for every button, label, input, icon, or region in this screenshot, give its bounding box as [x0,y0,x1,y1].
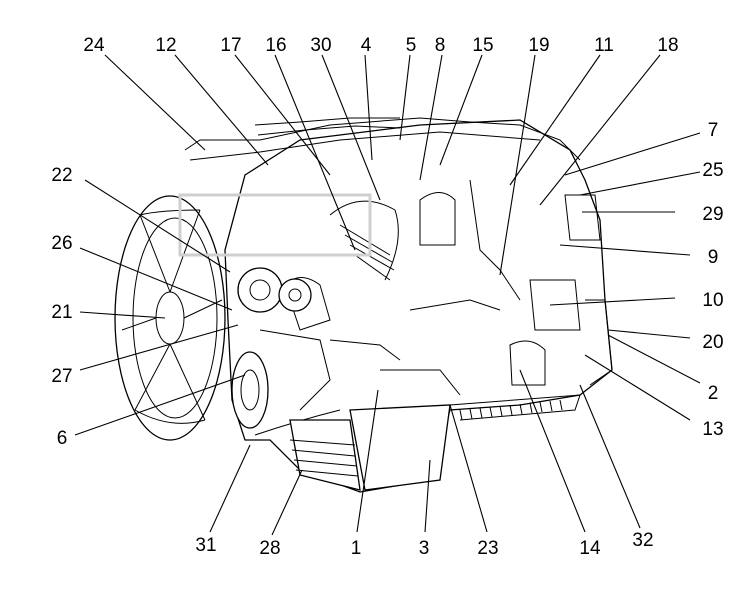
leader-9 [559,244,691,256]
cooling-fan [114,195,226,441]
callout-21: 21 [51,302,72,323]
leader-27 [79,324,239,371]
callout-11: 11 [594,35,614,56]
callout-27: 27 [51,366,72,387]
leader-23 [449,404,488,533]
leader-30 [321,54,381,201]
leader-2 [607,334,701,384]
watermark-plate [178,193,372,257]
callout-7: 7 [708,120,719,141]
callout-25: 25 [702,160,723,181]
callout-31: 31 [195,535,216,556]
callout-19: 19 [528,35,549,56]
callout-20: 20 [702,332,723,353]
leader-17 [234,54,331,176]
callout-16: 16 [265,35,286,56]
leader-20 [607,329,691,339]
leader-13 [584,354,691,421]
callout-29: 29 [702,204,723,225]
leader-15 [439,54,483,166]
leader-12 [174,54,269,166]
callout-labels: 24 12 17 16 30 4 5 8 15 19 11 18 7 25 29… [51,35,723,559]
leader-31 [209,444,251,533]
callout-13: 13 [702,419,723,440]
engine-illustration [114,117,613,493]
callout-5: 5 [406,35,417,56]
leader-19 [499,54,536,276]
callout-2: 2 [708,383,719,404]
callout-30: 30 [310,35,331,56]
callout-14: 14 [579,538,601,559]
callout-23: 23 [477,538,498,559]
callout-9: 9 [708,247,719,268]
callout-12: 12 [155,35,176,56]
callout-3: 3 [419,538,430,559]
callout-10: 10 [702,290,723,311]
leader-7 [564,132,701,176]
callout-15: 15 [472,35,493,56]
leader-24 [104,54,206,151]
callout-4: 4 [361,35,372,56]
callout-32: 32 [632,530,653,551]
leader-1 [356,389,379,533]
callout-22: 22 [51,165,72,186]
leader-4 [364,54,373,161]
leader-11 [509,54,601,186]
leader-8 [419,54,443,181]
callout-8: 8 [435,35,446,56]
leader-10 [549,297,676,306]
leader-22 [84,179,231,273]
leader-26 [79,247,233,311]
leader-3 [424,459,431,533]
callout-17: 17 [220,35,241,56]
leader-21 [79,311,166,319]
callout-18: 18 [657,35,678,56]
leader-32 [579,384,641,529]
callout-26: 26 [51,233,72,254]
leader-25 [579,171,701,196]
callout-28: 28 [259,538,280,559]
leader-5 [399,54,411,141]
callout-1: 1 [351,538,362,559]
leader-6 [74,374,246,436]
leader-14 [519,369,586,533]
leader-18 [539,54,661,206]
leader-lines [74,54,701,536]
callout-24: 24 [83,35,105,56]
callout-6: 6 [57,428,68,449]
leader-16 [274,54,356,251]
oil-sump [289,394,581,491]
engine-block [184,117,613,493]
leader-28 [271,469,303,536]
